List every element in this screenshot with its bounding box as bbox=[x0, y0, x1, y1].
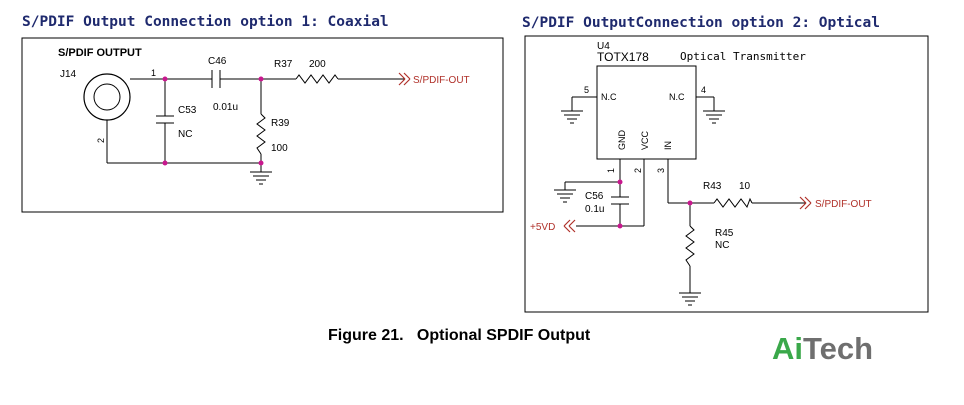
u4-ref: U4 bbox=[597, 41, 610, 52]
j14-pin2: 2 bbox=[96, 138, 106, 143]
optical-header: S/PDIF OutputConnection option 2: Optica… bbox=[522, 15, 880, 31]
net-arrow-icon bbox=[799, 196, 812, 210]
u4-part: TOTX178 bbox=[597, 50, 649, 64]
u4-pin2-num: 2 bbox=[633, 168, 643, 173]
figure-caption: Figure 21. Optional SPDIF Output bbox=[328, 327, 591, 344]
ground-icon bbox=[703, 110, 725, 124]
coaxial-net-label: S/PDIF-OUT bbox=[413, 75, 470, 86]
u4-vcc-name: VCC bbox=[640, 130, 650, 150]
resistor-r37-icon bbox=[295, 74, 339, 84]
optical-junctions bbox=[617, 179, 693, 229]
resistor-r45-icon bbox=[685, 225, 695, 267]
ground-icon bbox=[554, 189, 576, 203]
resistor-r39-icon bbox=[256, 113, 266, 155]
ground-icon bbox=[679, 292, 701, 306]
coaxial-frame bbox=[21, 37, 504, 213]
u4-pin4-name: N.C bbox=[669, 92, 685, 102]
r45-value: NC bbox=[715, 240, 729, 251]
optical-wires bbox=[564, 96, 806, 293]
r37-value: 200 bbox=[309, 59, 326, 70]
coaxial-header: S/PDIF Output Connection option 1: Coaxi… bbox=[22, 14, 389, 30]
optical-frame bbox=[524, 35, 929, 313]
c46-value: 0.01u bbox=[213, 102, 238, 113]
capacitor-c53-icon bbox=[156, 115, 174, 124]
rca-connector-icon bbox=[83, 73, 131, 121]
u4-description: Optical Transmitter bbox=[680, 50, 806, 63]
ground-icon bbox=[561, 110, 583, 124]
c46-ref: C46 bbox=[208, 56, 227, 67]
capacitor-c46-icon bbox=[211, 70, 221, 88]
resistor-r43-icon bbox=[713, 197, 753, 209]
c53-ref: C53 bbox=[178, 105, 197, 116]
ic-u4-body bbox=[596, 65, 697, 160]
u4-pin4-num: 4 bbox=[701, 85, 706, 95]
u4-pin5-num: 5 bbox=[584, 85, 589, 95]
supply-arrow-icon bbox=[563, 219, 576, 233]
aitech-logo: AiTech bbox=[772, 331, 873, 366]
u4-pin1-num: 1 bbox=[606, 168, 616, 173]
r45-ref: R45 bbox=[715, 228, 734, 239]
r39-ref: R39 bbox=[271, 118, 290, 129]
ground-icon bbox=[250, 171, 272, 185]
capacitor-c56-icon bbox=[611, 196, 629, 205]
connector-title: S/PDIF OUTPUT bbox=[58, 47, 142, 59]
connector-ref: J14 bbox=[60, 69, 77, 80]
u4-gnd-name: GND bbox=[617, 130, 627, 151]
c56-value: 0.1u bbox=[585, 204, 604, 215]
u4-pin5-name: N.C bbox=[601, 92, 617, 102]
supply-label: +5VD bbox=[530, 222, 555, 233]
net-arrow-icon bbox=[398, 72, 411, 86]
r43-value: 10 bbox=[739, 181, 751, 192]
logo-part-ai: Ai bbox=[772, 331, 803, 366]
coaxial-wires bbox=[106, 78, 405, 172]
c56-ref: C56 bbox=[585, 191, 604, 202]
logo-part-tech: Tech bbox=[803, 331, 873, 366]
u4-in-name: IN bbox=[663, 141, 673, 150]
r43-ref: R43 bbox=[703, 181, 722, 192]
optical-net-label: S/PDIF-OUT bbox=[815, 199, 872, 210]
c53-value: NC bbox=[178, 129, 192, 140]
r39-value: 100 bbox=[271, 143, 288, 154]
coaxial-junctions bbox=[162, 76, 264, 166]
j14-pin1: 1 bbox=[151, 68, 156, 78]
r37-ref: R37 bbox=[274, 59, 293, 70]
u4-pin3-num: 3 bbox=[656, 168, 666, 173]
